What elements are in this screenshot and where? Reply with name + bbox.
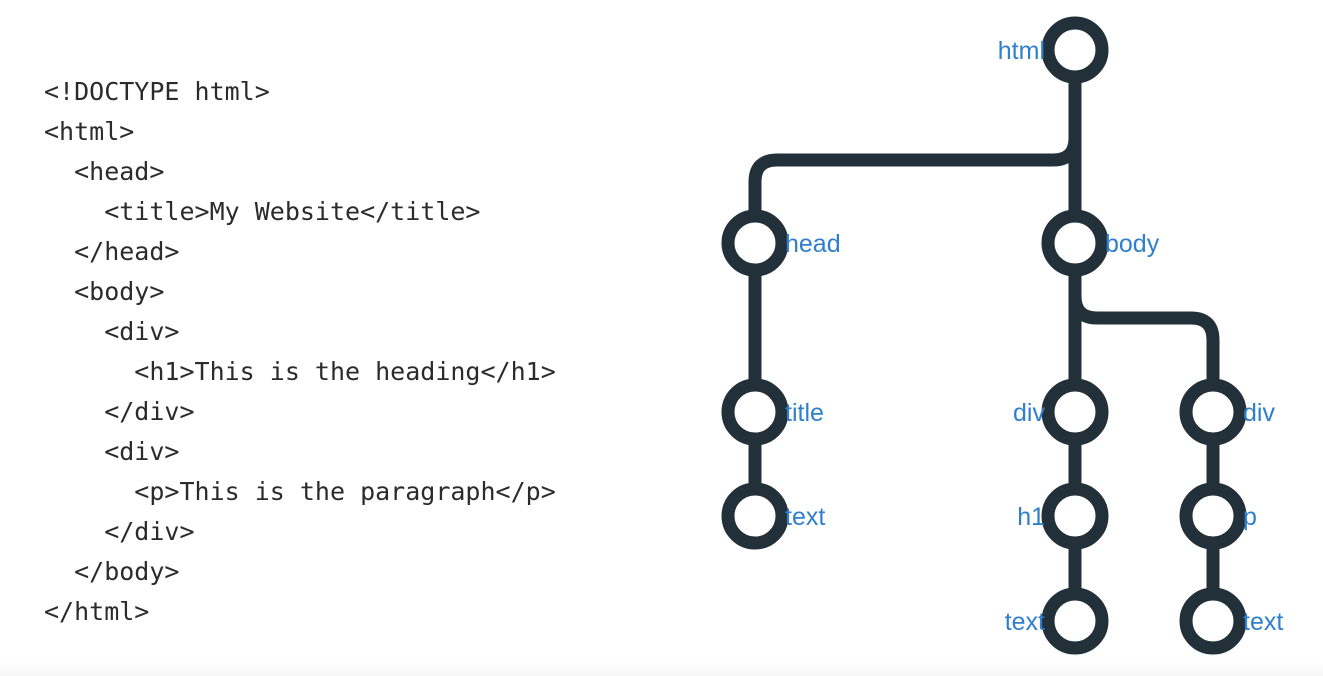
tree-node-head[interactable]: head <box>721 209 841 277</box>
tree-edges <box>748 70 1220 601</box>
tree-node-html[interactable]: html <box>998 16 1109 84</box>
code-panel: <!DOCTYPE html> <html> <head> <title>My … <box>44 72 664 632</box>
tree-node-p-text[interactable]: text <box>1179 587 1283 655</box>
node-label-div-2: div <box>1243 399 1275 427</box>
edge-body-to-div-2 <box>1068 263 1220 392</box>
node-label-h1: h1 <box>1017 503 1045 531</box>
node-circle-head[interactable] <box>721 209 789 277</box>
node-circle-div-1[interactable] <box>1041 378 1109 446</box>
node-circle-body[interactable] <box>1041 209 1109 277</box>
node-circle-title[interactable] <box>721 378 789 446</box>
node-label-h1-text: text <box>1005 608 1045 636</box>
node-circle-h1[interactable] <box>1041 482 1109 550</box>
tree-node-title[interactable]: title <box>721 378 824 446</box>
node-circle-html[interactable] <box>1041 16 1109 84</box>
node-circle-title-text[interactable] <box>721 482 789 550</box>
node-circle-p[interactable] <box>1179 482 1247 550</box>
node-label-body: body <box>1105 230 1160 258</box>
tree-node-body[interactable]: body <box>1041 209 1160 277</box>
node-label-title: title <box>785 399 824 427</box>
tree-node-h1[interactable]: h1 <box>1017 482 1109 550</box>
dom-tree-diagram: html head body title text div h1 text div p text <box>660 0 1323 676</box>
node-label-html: html <box>998 37 1045 65</box>
dom-tree-svg: html head body title text div h1 text div p text <box>721 16 1283 655</box>
edge-html-to-head <box>748 70 1082 223</box>
html-source-code: <!DOCTYPE html> <html> <head> <title>My … <box>44 77 556 626</box>
tree-node-p[interactable]: p <box>1179 482 1257 550</box>
node-circle-p-text[interactable] <box>1179 587 1247 655</box>
tree-nodes: html head body title text div h1 text div p text <box>721 16 1283 655</box>
node-label-head: head <box>785 230 841 258</box>
node-label-title-text: text <box>785 503 825 531</box>
tree-node-title-text[interactable]: text <box>721 482 825 550</box>
node-circle-div-2[interactable] <box>1179 378 1247 446</box>
tree-node-div-2[interactable]: div <box>1179 378 1275 446</box>
node-label-p-text: text <box>1243 608 1283 636</box>
node-circle-h1-text[interactable] <box>1041 587 1109 655</box>
node-label-div-1: div <box>1013 399 1045 427</box>
tree-node-div-1[interactable]: div <box>1013 378 1109 446</box>
tree-node-h1-text[interactable]: text <box>1005 587 1109 655</box>
node-label-p: p <box>1243 503 1257 531</box>
